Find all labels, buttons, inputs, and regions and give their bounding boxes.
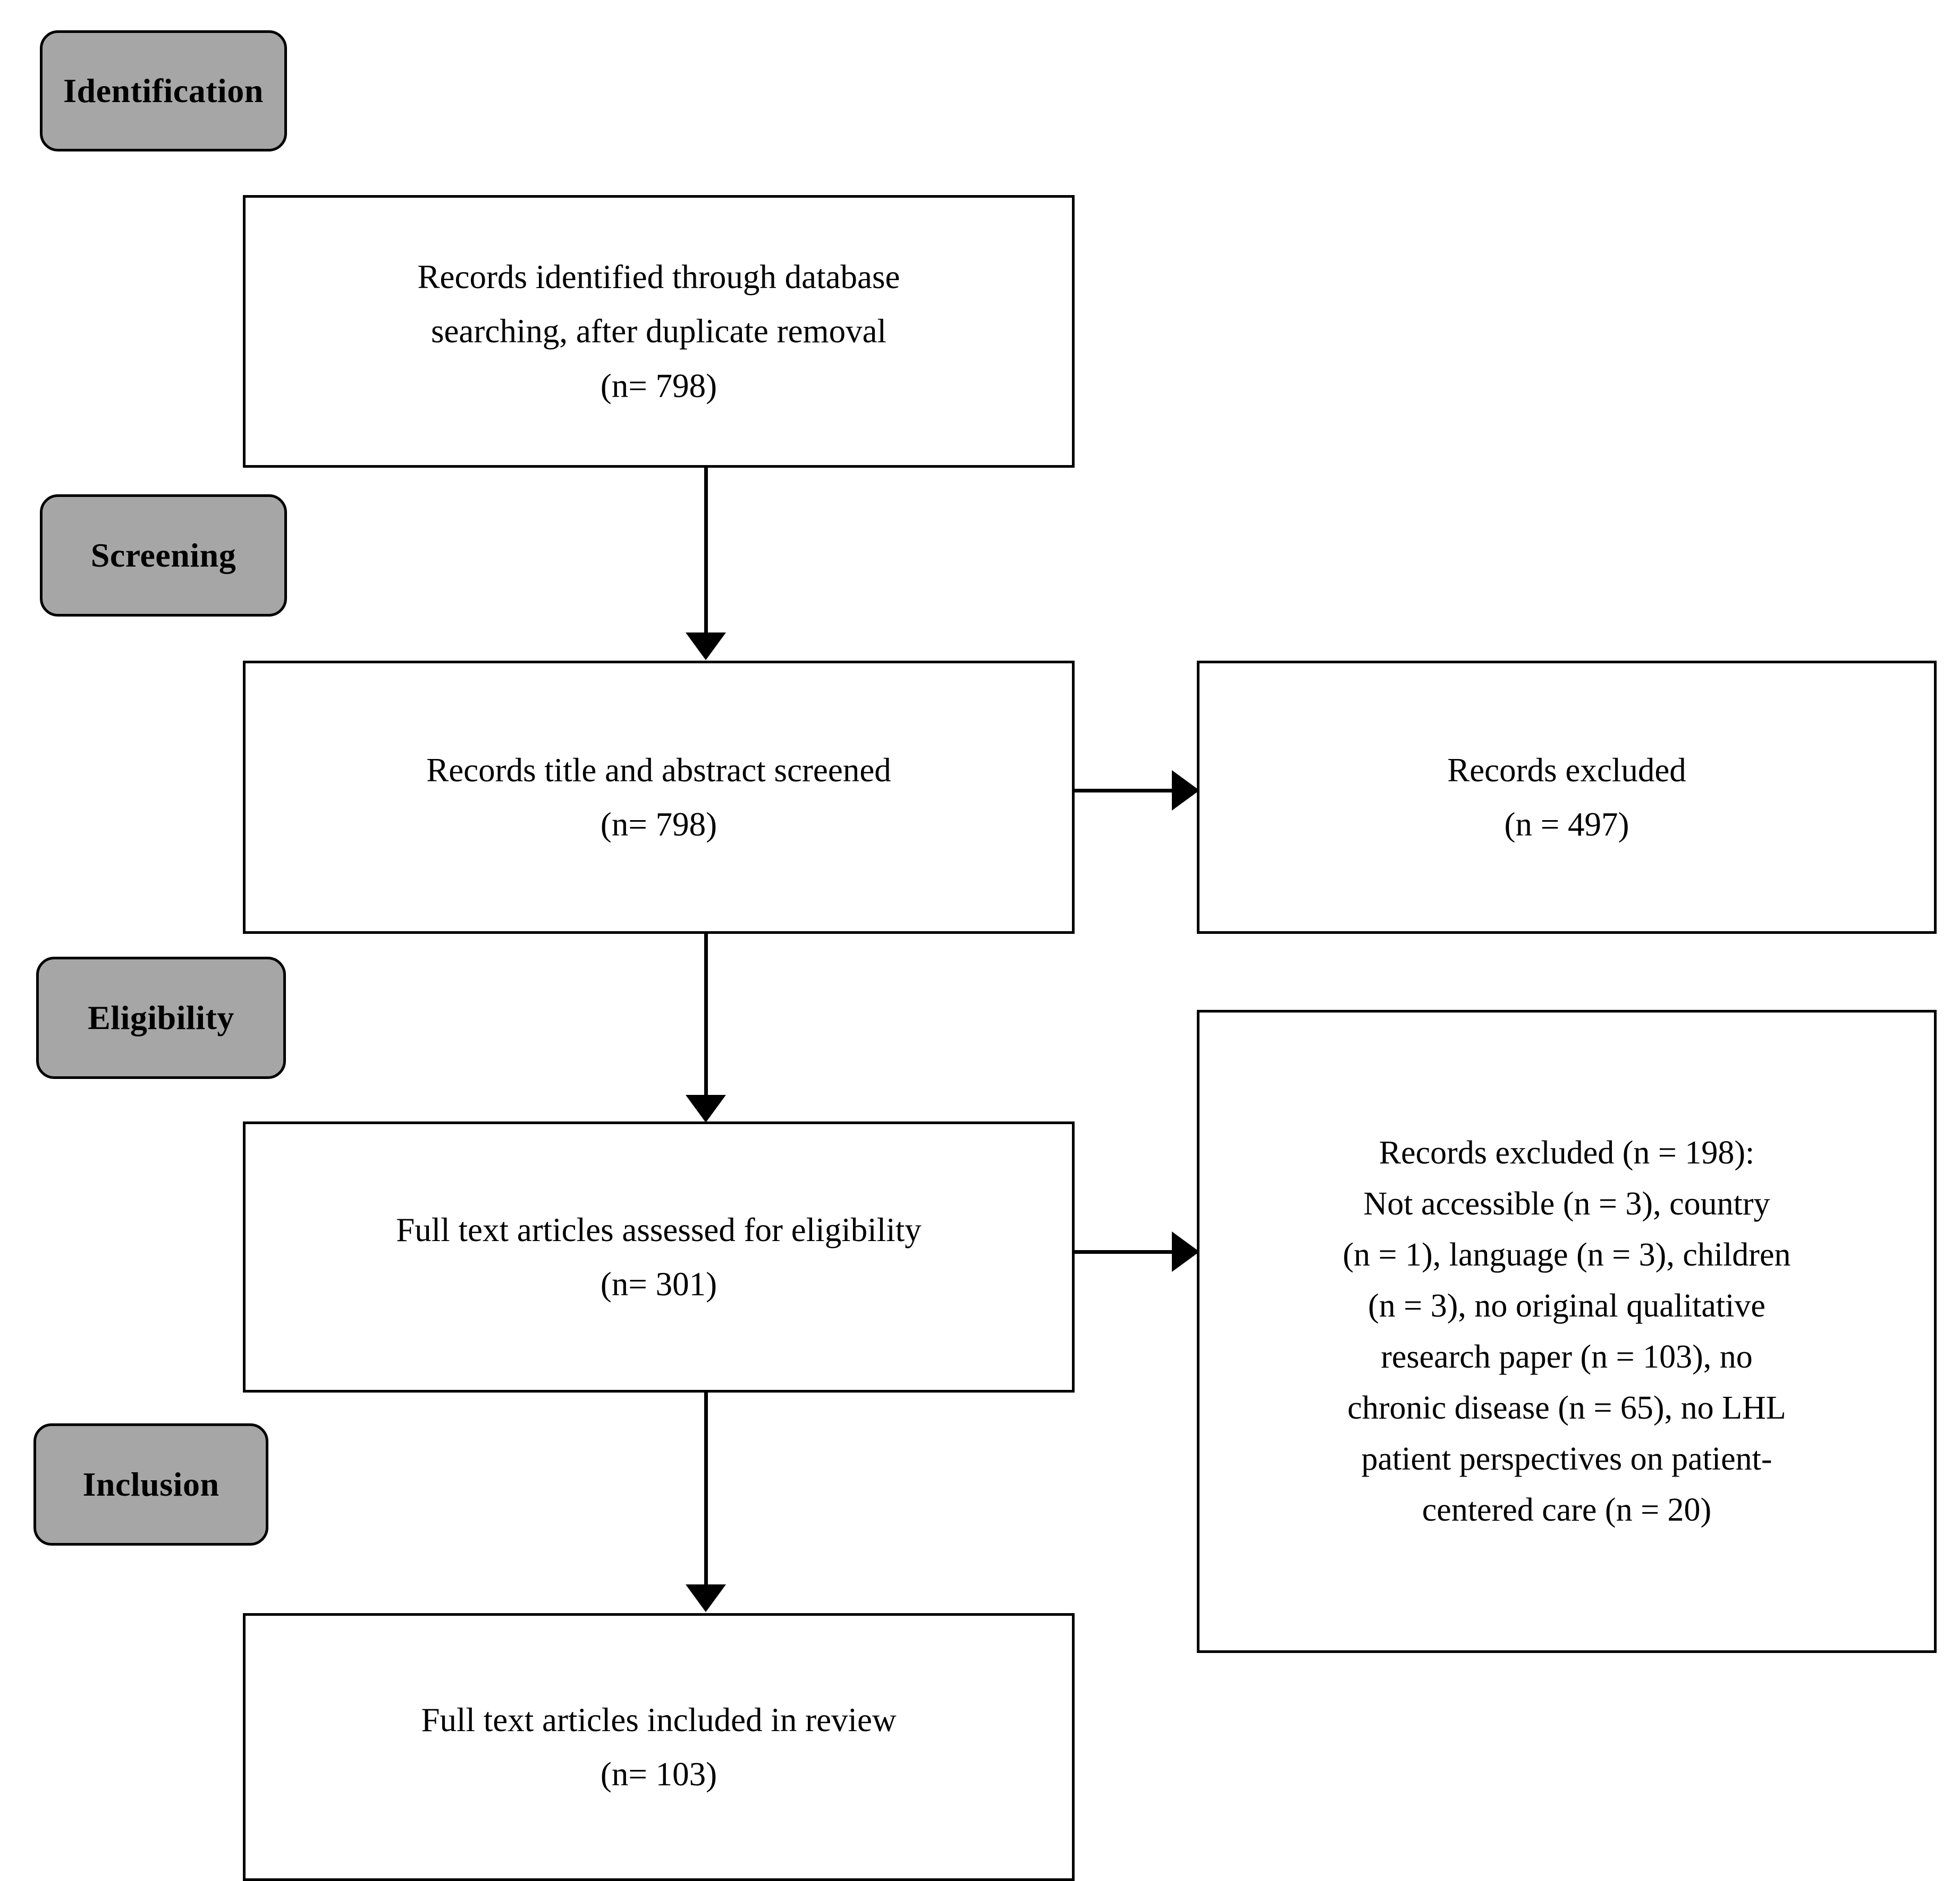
box-records-identified: Records identified through database sear… bbox=[243, 195, 1075, 468]
box-records-excluded-eligibility-line-3: (n = 1), language (n = 3), children bbox=[1342, 1236, 1791, 1273]
box-records-identified-line-2: searching, after duplicate removal bbox=[430, 313, 887, 350]
box-fulltext-assessed-line-1: Full text articles assessed for eligibil… bbox=[396, 1211, 922, 1249]
box-records-excluded-eligibility-line-1: Records excluded (n = 198): bbox=[1379, 1134, 1755, 1171]
arrow-fulltext-to-included-head bbox=[686, 1584, 726, 1612]
box-articles-included-line-1: Full text articles included in review bbox=[421, 1701, 897, 1739]
arrow-fulltext-to-included-shaft bbox=[704, 1393, 708, 1585]
arrow-screened-to-excluded-head bbox=[1172, 770, 1199, 811]
box-records-excluded-eligibility-line-4: (n = 3), no original qualitative bbox=[1368, 1287, 1765, 1324]
arrow-screened-to-fulltext-shaft bbox=[704, 934, 708, 1096]
stage-label-inclusion: Inclusion bbox=[33, 1423, 268, 1546]
stage-label-screening: Screening bbox=[40, 494, 287, 617]
arrow-fulltext-to-excluded-shaft bbox=[1075, 1250, 1176, 1254]
box-records-excluded-screening-count: (n = 497) bbox=[1504, 806, 1629, 843]
arrow-identified-to-screened-shaft bbox=[704, 468, 708, 634]
box-records-screened-line-1: Records title and abstract screened bbox=[426, 751, 891, 789]
box-records-excluded-eligibility-line-7: patient perspectives on patient- bbox=[1361, 1441, 1772, 1478]
box-records-excluded-eligibility-line-2: Not accessible (n = 3), country bbox=[1363, 1185, 1770, 1222]
box-articles-included-count: (n= 103) bbox=[600, 1756, 717, 1793]
arrow-screened-to-fulltext-head bbox=[686, 1095, 726, 1123]
box-records-excluded-eligibility-line-5: research paper (n = 103), no bbox=[1381, 1339, 1753, 1375]
box-records-excluded-screening: Records excluded (n = 497) bbox=[1197, 661, 1937, 934]
box-records-excluded-screening-line-1: Records excluded bbox=[1447, 751, 1686, 789]
stage-label-eligibility-text: Eligibility bbox=[88, 999, 234, 1036]
stage-label-screening-text: Screening bbox=[90, 536, 236, 574]
box-records-identified-line-1: Records identified through database bbox=[417, 258, 900, 296]
box-records-excluded-eligibility-line-8: centered care (n = 20) bbox=[1422, 1492, 1712, 1529]
arrow-fulltext-to-excluded-head bbox=[1172, 1231, 1199, 1272]
box-records-identified-count: (n= 798) bbox=[600, 367, 717, 404]
stage-label-identification: Identification bbox=[40, 30, 287, 151]
stage-label-eligibility: Eligibility bbox=[36, 957, 286, 1079]
box-records-excluded-eligibility: Records excluded (n = 198): Not accessib… bbox=[1197, 1010, 1937, 1653]
arrow-screened-to-excluded-shaft bbox=[1075, 789, 1176, 792]
box-articles-included: Full text articles included in review (n… bbox=[243, 1613, 1075, 1881]
box-records-screened: Records title and abstract screened (n= … bbox=[243, 661, 1075, 934]
box-records-excluded-eligibility-line-6: chronic disease (n = 65), no LHL bbox=[1347, 1390, 1786, 1427]
arrow-identified-to-screened-head bbox=[686, 632, 726, 660]
box-records-screened-count: (n= 798) bbox=[600, 806, 717, 843]
box-fulltext-assessed: Full text articles assessed for eligibil… bbox=[243, 1121, 1075, 1393]
box-fulltext-assessed-count: (n= 301) bbox=[600, 1266, 717, 1303]
stage-label-identification-text: Identification bbox=[63, 72, 264, 109]
stage-label-inclusion-text: Inclusion bbox=[82, 1465, 219, 1503]
